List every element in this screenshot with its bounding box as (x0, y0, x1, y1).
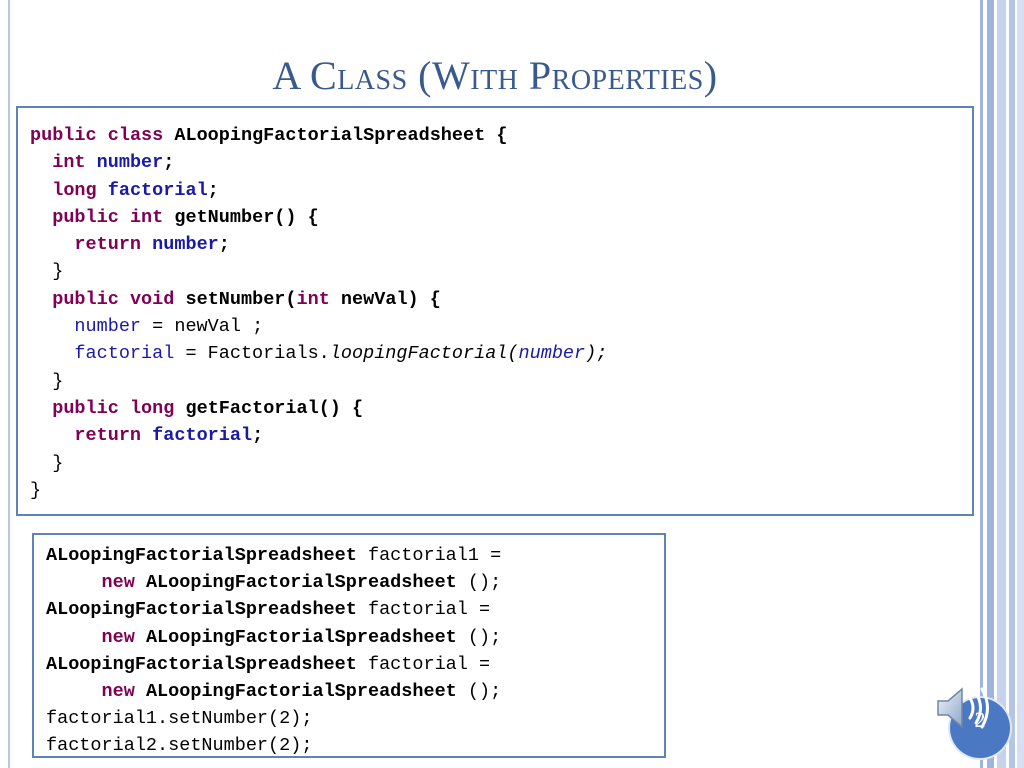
page-number: 2 (974, 707, 986, 732)
right-decor-stripe (980, 0, 983, 768)
code-line: } (30, 479, 42, 501)
class-code-box: public class ALoopingFactorialSpreadshee… (16, 106, 974, 516)
code-line: public class ALoopingFactorialSpreadshee… (30, 125, 508, 146)
code-line: public long getFactorial() { (52, 397, 364, 419)
code-line: public void setNumber(int newVal) { (52, 288, 441, 310)
usage-code-box: ALoopingFactorialSpreadsheet factorial1 … (32, 533, 666, 758)
code-line: int number; (52, 152, 175, 174)
code-line: return number; (74, 234, 230, 256)
right-decor-stripe (987, 0, 994, 768)
code-line: ALoopingFactorialSpreadsheet factorial = (46, 653, 491, 675)
left-decor-stripe (8, 0, 10, 768)
speaker-icon[interactable] (934, 684, 992, 732)
code-line: factorial1.setNumber(2); (46, 708, 313, 730)
code-line: new ALoopingFactorialSpreadsheet (); (101, 626, 502, 648)
code-line: new ALoopingFactorialSpreadsheet (); (101, 572, 502, 594)
code-line: number = newVal ; (74, 316, 264, 338)
code-line: return factorial; (74, 425, 264, 447)
code-line: factorial = Factorials.loopingFactorial(… (74, 343, 608, 365)
code-line: factorial2.setNumber(2); (46, 735, 313, 757)
right-decor-stripe (997, 0, 1006, 768)
code-line: new ALoopingFactorialSpreadsheet (); (101, 680, 502, 702)
code-line: ALoopingFactorialSpreadsheet factorial1 … (46, 545, 502, 566)
right-decor-stripe (1017, 0, 1024, 768)
code-line: } (30, 370, 64, 392)
slide-title: A Class (With Properties) (272, 53, 718, 98)
right-decor-stripe (1009, 0, 1015, 768)
code-line: long factorial; (52, 179, 219, 201)
code-line: } (30, 452, 64, 474)
code-line: public int getNumber() { (52, 206, 319, 228)
code-line: ALoopingFactorialSpreadsheet factorial = (46, 599, 491, 621)
code-line: } (30, 261, 64, 283)
